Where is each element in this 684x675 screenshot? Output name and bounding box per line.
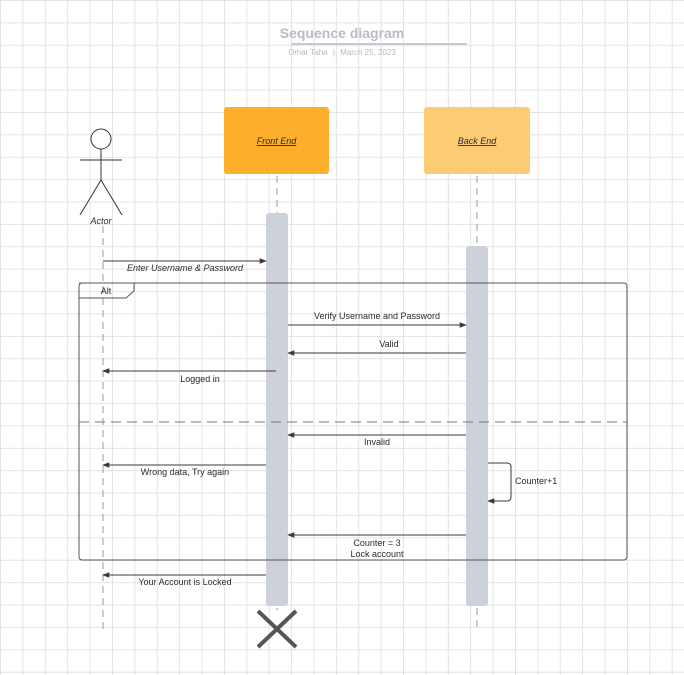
message-counter-self-arrow <box>487 462 512 504</box>
diagram-title: Sequence diagram <box>279 25 405 41</box>
frontend-activation-bar <box>266 213 288 606</box>
message-verify-label: Verify Username and Password <box>314 311 440 321</box>
alt-fragment-label: Alt <box>101 286 112 296</box>
frontend-box[interactable] <box>224 107 329 174</box>
message-lock-label-line1: Counter = 3 <box>353 538 400 548</box>
destroy-x-icon <box>256 609 298 649</box>
frontend-label: Front End <box>257 136 298 146</box>
backend-activation-bar <box>466 246 488 606</box>
backend-label: Back End <box>458 136 498 146</box>
message-wrong-data-label: Wrong data, Try again <box>141 467 229 477</box>
message-account-locked-label: Your Account is Locked <box>138 577 231 587</box>
message-valid-label: Valid <box>379 339 398 349</box>
message-counter-label: Counter+1 <box>515 476 557 486</box>
diagram-date: March 25, 2023 <box>340 48 396 57</box>
subtitle-separator: | <box>332 48 335 57</box>
alt-fragment-tab <box>79 282 135 299</box>
title-underline <box>291 43 467 45</box>
message-enter-credentials-label: Enter Username & Password <box>127 263 244 273</box>
actor-label: Actor <box>89 216 112 226</box>
message-lock-label-line2: Lock account <box>350 549 404 559</box>
message-invalid-label: Invalid <box>364 437 390 447</box>
author-name: Omar Taha <box>288 48 328 57</box>
backend-box[interactable] <box>424 107 530 174</box>
message-logged-in-label: Logged in <box>180 374 220 384</box>
actor-figure[interactable] <box>79 128 123 216</box>
diagram-subtitle: Omar Taha | March 25, 2023 <box>0 48 684 57</box>
